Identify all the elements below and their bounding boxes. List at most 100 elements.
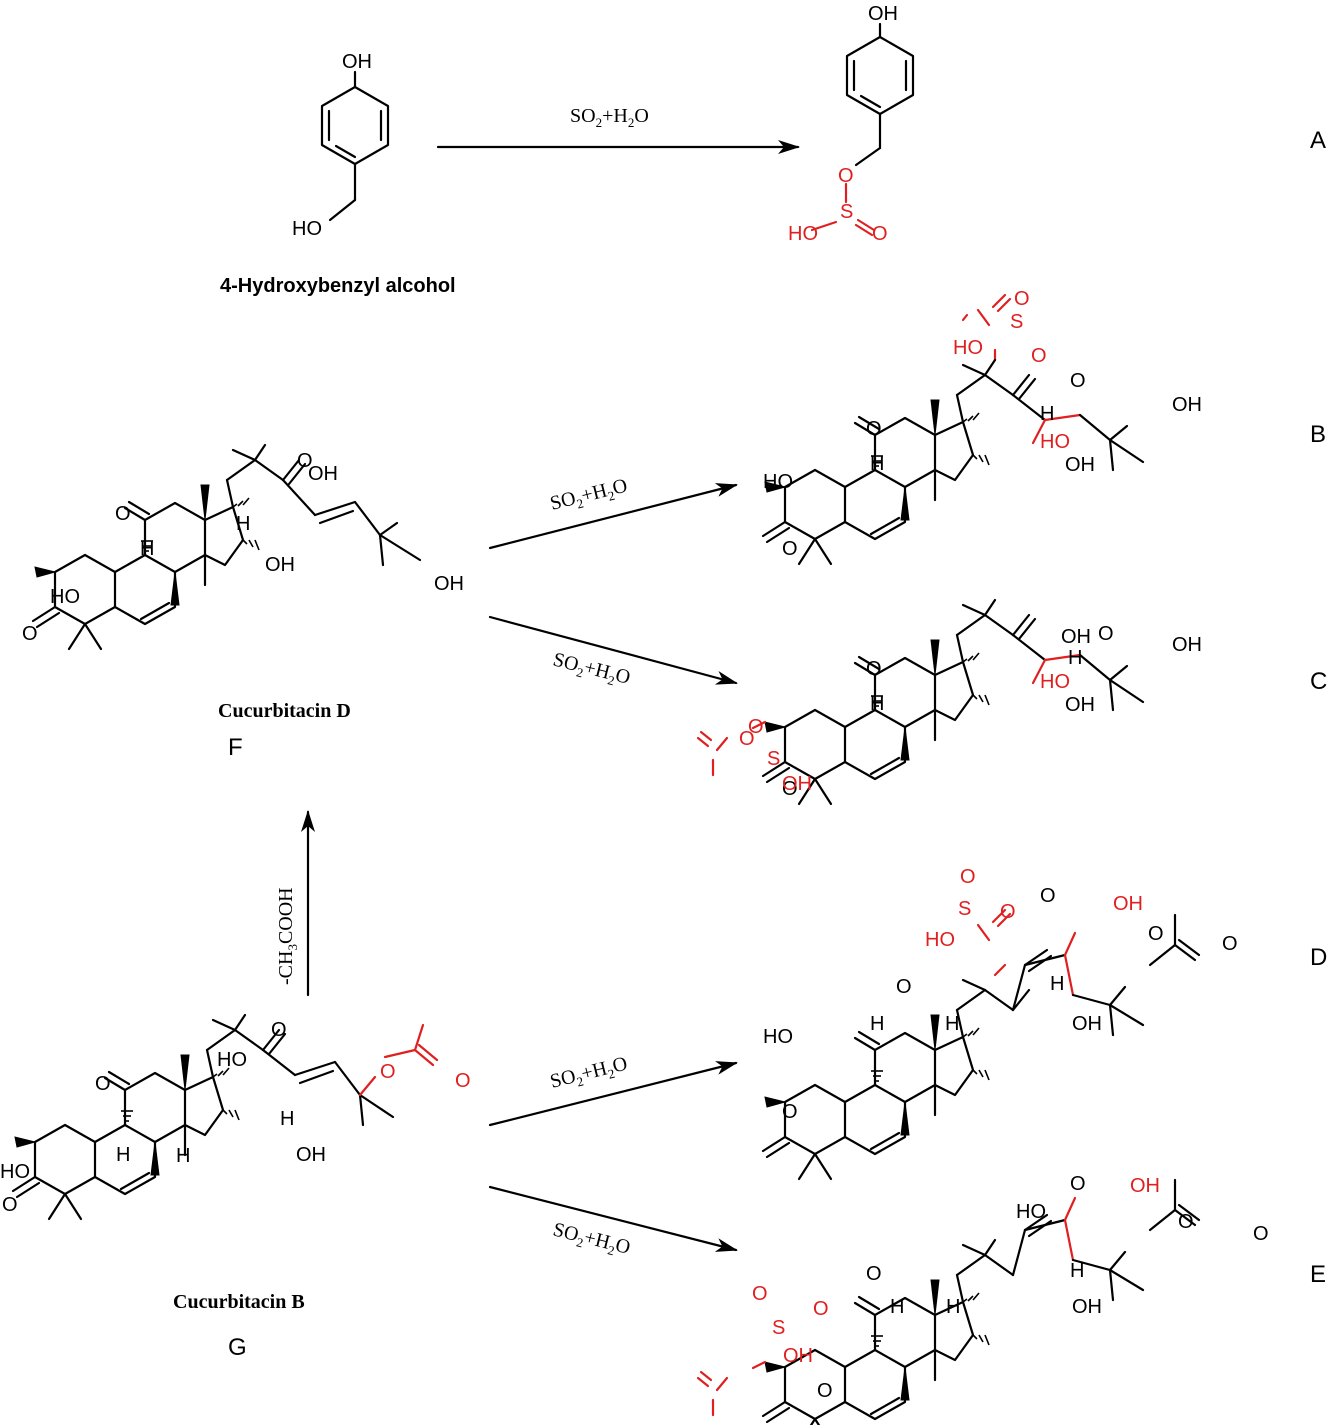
atom-label: O [896,976,912,998]
atom-label: O [960,866,976,888]
atom-label: O [297,450,313,472]
atom-label: O [866,658,882,680]
atom-label: HO [292,218,322,240]
atom-label: O [271,1019,287,1041]
atom-label: O [22,623,38,645]
atom-label: O [782,1101,798,1123]
atom-label: H [116,1144,130,1166]
compound-name-hydroxybenzyl: 4-Hydroxybenzyl alcohol [220,275,456,297]
atom-label: O [2,1194,18,1216]
compound-name-cucurbitacin-b: Cucurbitacin B [173,1291,305,1313]
atom-label: O [1070,1173,1086,1195]
atom-label: OH [434,573,464,595]
atom-label: O [1222,933,1238,955]
atom-label: O [455,1070,471,1092]
atom-label: O [1178,1211,1194,1233]
atom-label: OH [1065,454,1095,476]
reagent-label: SO2+H2O [548,1052,630,1095]
panel-label-f: F [228,734,243,761]
atom-label: O [1148,923,1164,945]
atom-label: HO [1040,671,1070,693]
reagent-label: SO2+H2O [550,649,632,692]
atom-label: HO [763,1026,793,1048]
compound-name-cucurbitacin-d: Cucurbitacin D [218,700,351,722]
atom-label: OH [1113,893,1143,915]
atom-label: H [890,1296,904,1318]
atom-label: HO [953,337,983,359]
product-c-structure [696,598,1145,806]
atom-label: HO [788,223,818,245]
atom-label: O [748,716,764,738]
atom-label: S [958,898,971,920]
atom-label: OH [1172,634,1202,656]
hydroxybenzyl-alcohol-structure: OH HO [292,51,390,240]
atom-label: OH [265,554,295,576]
cucurbitacin-b-structure [11,1013,439,1221]
atom-label: O [380,1061,396,1083]
atom-label: O [739,728,755,750]
atom-label: O [1040,885,1056,907]
panel-label-e: E [1310,1261,1326,1288]
atom-label: O [95,1073,111,1095]
atom-label: S [772,1317,785,1339]
atom-label: S [1010,311,1023,333]
atom-label: HO [925,929,955,951]
atom-label: OH [1172,394,1202,416]
cucurbitacin-d-structure [31,443,422,651]
atom-label: HO [217,1049,247,1071]
atom-label: O [838,165,854,187]
atom-label: HO [0,1161,30,1183]
atom-label: HO [1040,431,1070,453]
atom-label: H [236,513,250,535]
atom-label: O [872,223,888,245]
reaction-arrow-d [488,1061,738,1127]
atom-label: H [176,1145,190,1167]
reaction-arrow-b [488,483,738,550]
atom-label: OH [782,773,812,795]
atom-label: OH [308,463,338,485]
atom-label: H [870,693,884,715]
atom-label: O [1253,1223,1269,1245]
atom-label: HO [1016,1201,1046,1223]
atom-label: O [782,538,798,560]
atom-label: O [1000,901,1016,923]
atom-label: O [1098,623,1114,645]
atom-label: OH [1130,1175,1160,1197]
atom-label: O [1014,288,1030,310]
atom-label: H [280,1108,294,1130]
atom-label: OH [1072,1296,1102,1318]
reagent-label: SO2+H2O [550,1219,632,1262]
atom-label: OH [342,51,372,73]
atom-label: O [782,778,798,800]
panel-label-a: A [1310,127,1326,154]
atom-label: S [767,748,780,770]
atom-label: H [140,538,154,560]
atom-label: HO [763,471,793,493]
reaction-arrow-e [488,1185,738,1252]
panel-label-g: G [228,1334,247,1361]
atom-label: OH [1065,694,1095,716]
atom-label: OH [868,3,898,25]
reagent-label: SO2+H2O [570,105,649,130]
atom-label: OH [1072,1013,1102,1035]
atom-label: O [752,1283,768,1305]
reaction-arrow-c [488,615,738,685]
atom-label: H [946,1296,960,1318]
product-d-structure [761,908,1201,1181]
reagent-label: -CH3COOH [275,887,300,985]
panel-label-c: C [1310,668,1327,695]
atom-label: O [1070,370,1086,392]
panel-label-d: D [1310,944,1327,971]
atom-label: OH [783,1345,813,1367]
atom-label: S [840,201,853,223]
atom-label: O [866,418,882,440]
product-b-structure [761,293,1145,566]
panel-label-b: B [1310,421,1326,448]
atom-label: OH [296,1144,326,1166]
atom-label: H [1040,403,1054,425]
product-a-structure: OH O S HO O [788,3,915,245]
atom-label: OH [1061,626,1091,648]
atom-label: HO [50,586,80,608]
atom-label: O [115,503,131,525]
